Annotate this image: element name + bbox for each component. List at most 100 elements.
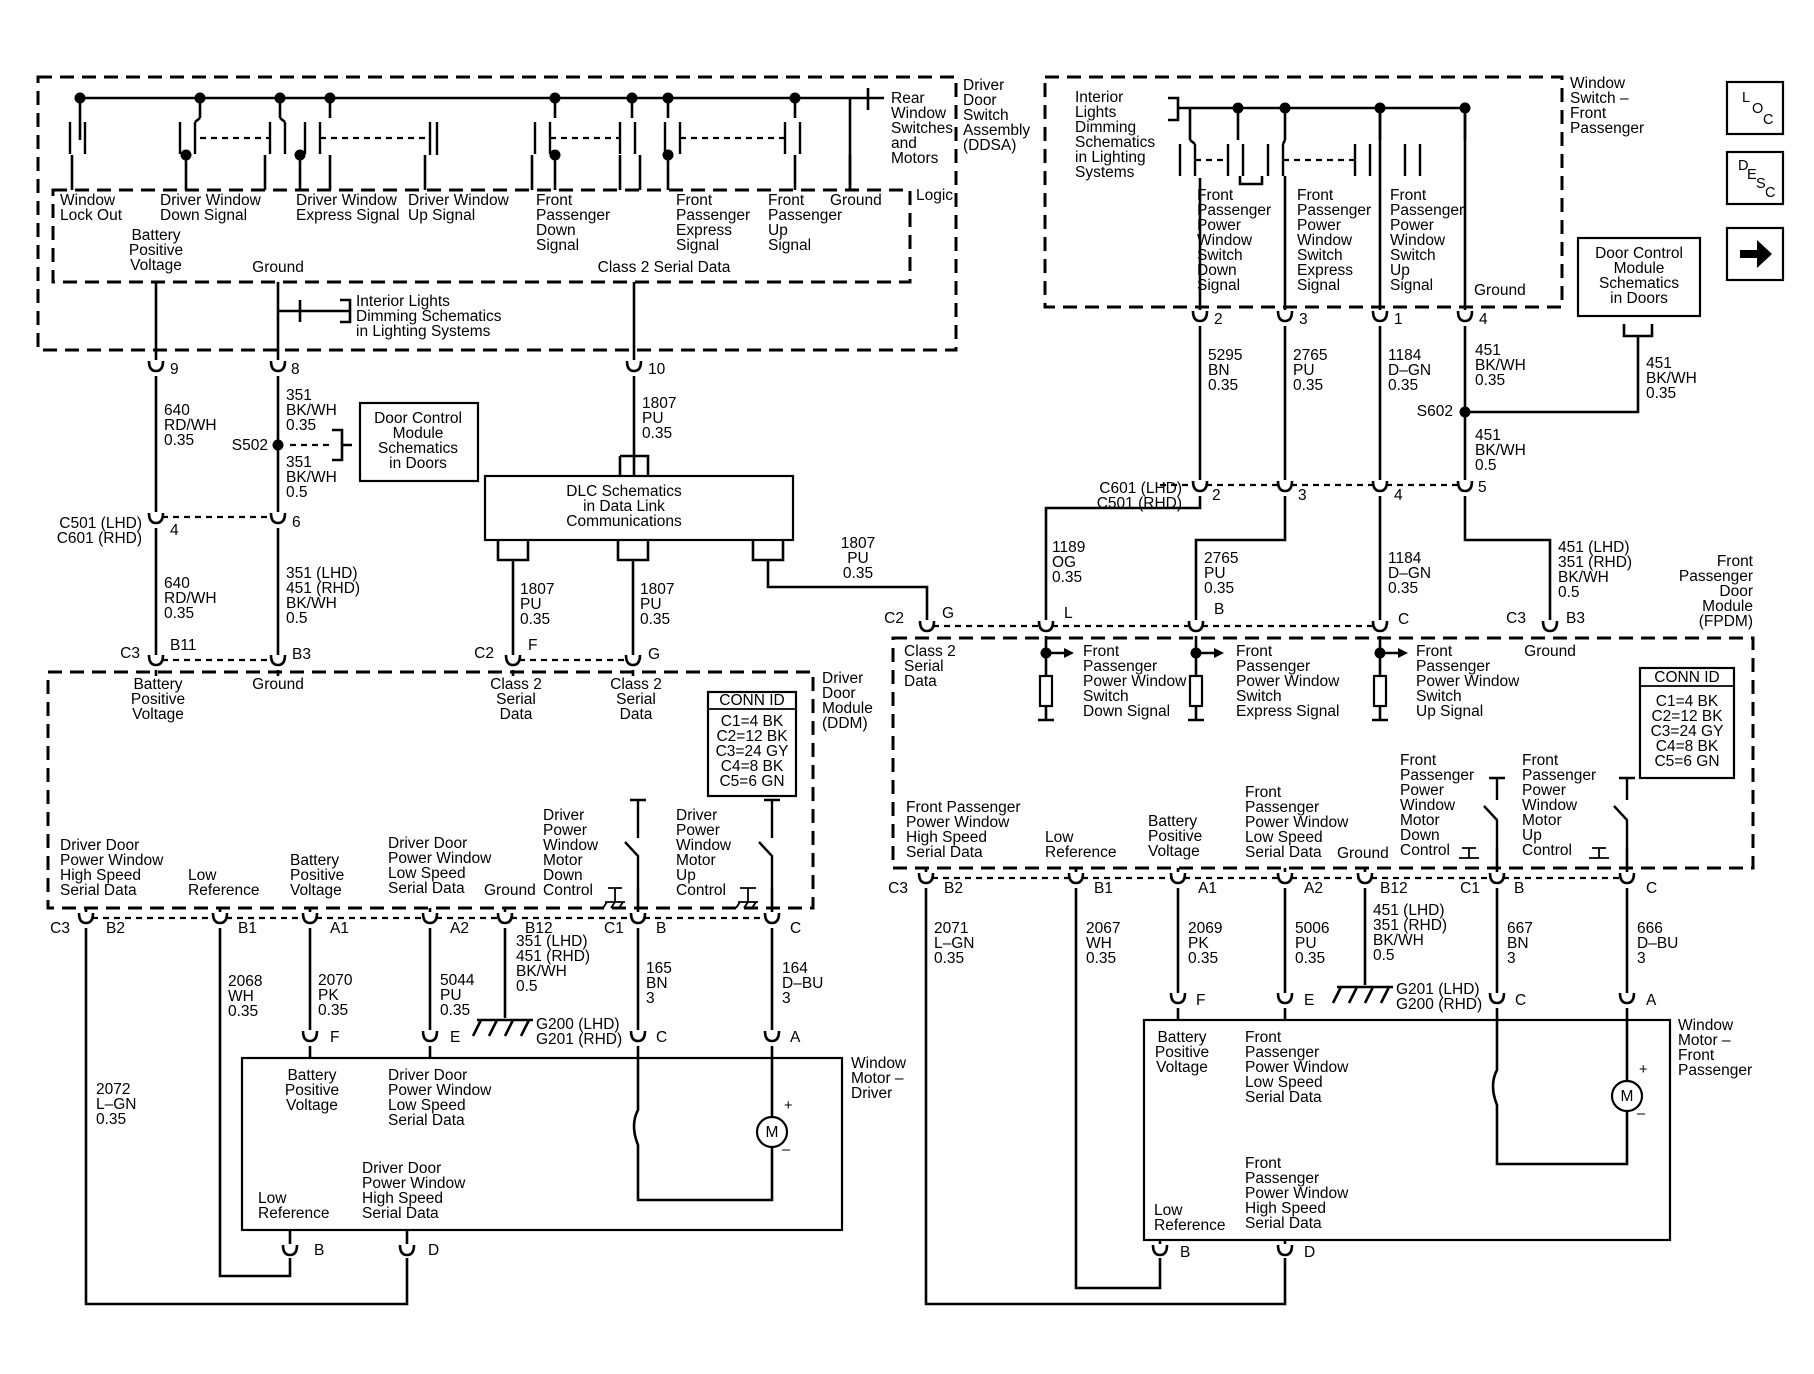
ddm-bottom-pin [301,912,319,925]
dcm-cup [1622,324,1654,338]
fpdm-bpv-label: Voltage [1148,843,1200,860]
wire-2765b [1194,496,1287,620]
md-pin-c: C [656,1029,667,1046]
c601-name: C501 (RHD) [1097,495,1182,512]
fp-dim-note: Dimming [1075,119,1136,136]
fpdm-bottom-pin [1169,872,1187,885]
fp-dim-note: Schematics [1075,134,1155,151]
wire-451b-label: 0.5 [1475,457,1497,474]
fpdm-ls-label: Serial Data [1245,844,1322,861]
loc-icon[interactable]: LOC [1725,80,1785,136]
motor-fp-title: Window [1678,1017,1734,1034]
fpdm-gnd2-label: Ground [1337,845,1389,862]
loc-letter: O [1752,101,1763,117]
ddm-lowref-label: Reference [188,882,260,899]
bracket [340,298,352,324]
fpdm-title: (FPDM) [1699,613,1753,630]
wire-640b-label: RD/WH [164,590,217,607]
dimming-note: Interior Lights [356,293,450,310]
md-lowref-label: Low [258,1190,287,1207]
fp-switch-title: Switch – [1570,90,1629,107]
wire-1189-label: 1189 [1052,539,1085,556]
ddm-up-ctrl-label: Up [676,867,696,884]
driver-express-signal-label: Express Signal [296,207,399,224]
fp-express-label: Window [1297,232,1353,249]
fpdm-express-label: Passenger [1236,658,1310,675]
wire-1184b-label: 0.35 [1388,580,1418,597]
fp-down-signal-label: Down [536,222,576,239]
ddsa-title: Driver [963,77,1004,94]
mf-ls-label: Serial Data [1245,1089,1322,1106]
wire-2072-label: 2072 [96,1081,130,1098]
bus-junction [324,92,336,104]
fpdm-up-label: Switch [1416,688,1462,705]
fpdm-relay-ground [1589,847,1609,859]
c501-name: C501 (LHD) [59,515,142,532]
fpdm-bpv-label: Battery [1148,813,1197,830]
wire-1807f-label: 1807 [520,581,554,598]
wire-5295-label: BN [1208,362,1230,379]
wire-640-label: 640 [164,402,190,419]
c601-pin [1456,480,1474,493]
fp-switch-title: Passenger [1570,120,1644,137]
c501-pin6-label: 6 [292,514,301,531]
ddsa-title: Door [963,92,997,109]
md-hs-label: Driver Door [362,1160,441,1177]
right-arrow-icon[interactable] [1725,226,1785,282]
fpdm-express-input-arrow [1214,648,1224,658]
ddm-gnd2-label: Ground [484,882,536,899]
ddsa-bus-end [866,88,884,110]
driver-down-signal-label: Driver Window [160,192,262,209]
fp-down-signal-label: Passenger [536,207,610,224]
fpdm-hs-label: Serial Data [906,844,983,861]
wire-5006-label: PU [1295,935,1317,952]
ddm-conn-list: C5=6 GN [719,773,784,790]
wire-667-label: 667 [1507,920,1533,937]
fpdm-bottom-pin [1276,872,1294,885]
wire-2067-label: WH [1086,935,1112,952]
fp-up-signal-label: Passenger [768,207,842,224]
wire-2071-label: L–GN [934,935,975,952]
wire-666-label: 666 [1637,920,1663,937]
ddsa-title: Assembly [963,122,1030,139]
ddm-ls-label: Serial Data [388,880,465,897]
ddm-conn-title: CONN ID [719,692,784,709]
ddsa-ground-label: Ground [830,192,882,209]
desc-letter: S [1756,176,1766,192]
fp-up-label: Signal [1390,277,1433,294]
dlc-note: Communications [566,513,682,530]
wire-2765b-label: PU [1204,565,1226,582]
rear-window-note: and [891,135,917,152]
fpdm-ls-label: Power Window [1245,814,1349,831]
contact-junction [294,149,306,161]
mf-pin-b [1151,1244,1169,1257]
ddm-title: Module [822,700,873,717]
wire-165-label: BN [646,975,668,992]
fpdm-relay-down [1483,776,1505,848]
md-pin-b [281,1244,299,1257]
mf-hs-label: High Speed [1245,1200,1326,1217]
fpdm-top-pin [1541,620,1559,633]
motor-fp-pin-c [1488,992,1506,1005]
window-lockout-label: Lock Out [60,207,123,224]
fp-up-signal-label: Signal [768,237,811,254]
motor-fp-title: Motor – [1678,1032,1731,1049]
wire-640-label: 0.35 [164,432,194,449]
fpdm-conn-list: C4=8 BK [1656,738,1719,755]
fp-dcm-note: Schematics [1599,275,1679,292]
fp-dcm-note-box [1576,236,1702,318]
fpdm-up-ctrl-label: Window [1522,797,1578,814]
fp-express-label: Express [1297,262,1353,279]
fpdm-outline [891,636,1755,870]
dcm-note: in Doors [389,455,447,472]
fpdm-down-ctrl-label: Window [1400,797,1456,814]
wire-451c-label: BK/WH [1558,569,1609,586]
ddm-pin-a1: A1 [330,920,349,937]
fpdm-hs-label: Front Passenger [906,799,1021,816]
ddm-f-label: F [528,637,537,654]
fpdm-down-label: Front [1083,643,1120,660]
fp-down-signal-label: Signal [536,237,579,254]
fpdm-c3-label: C3 [1506,610,1526,627]
dcm-note-box [358,401,480,483]
